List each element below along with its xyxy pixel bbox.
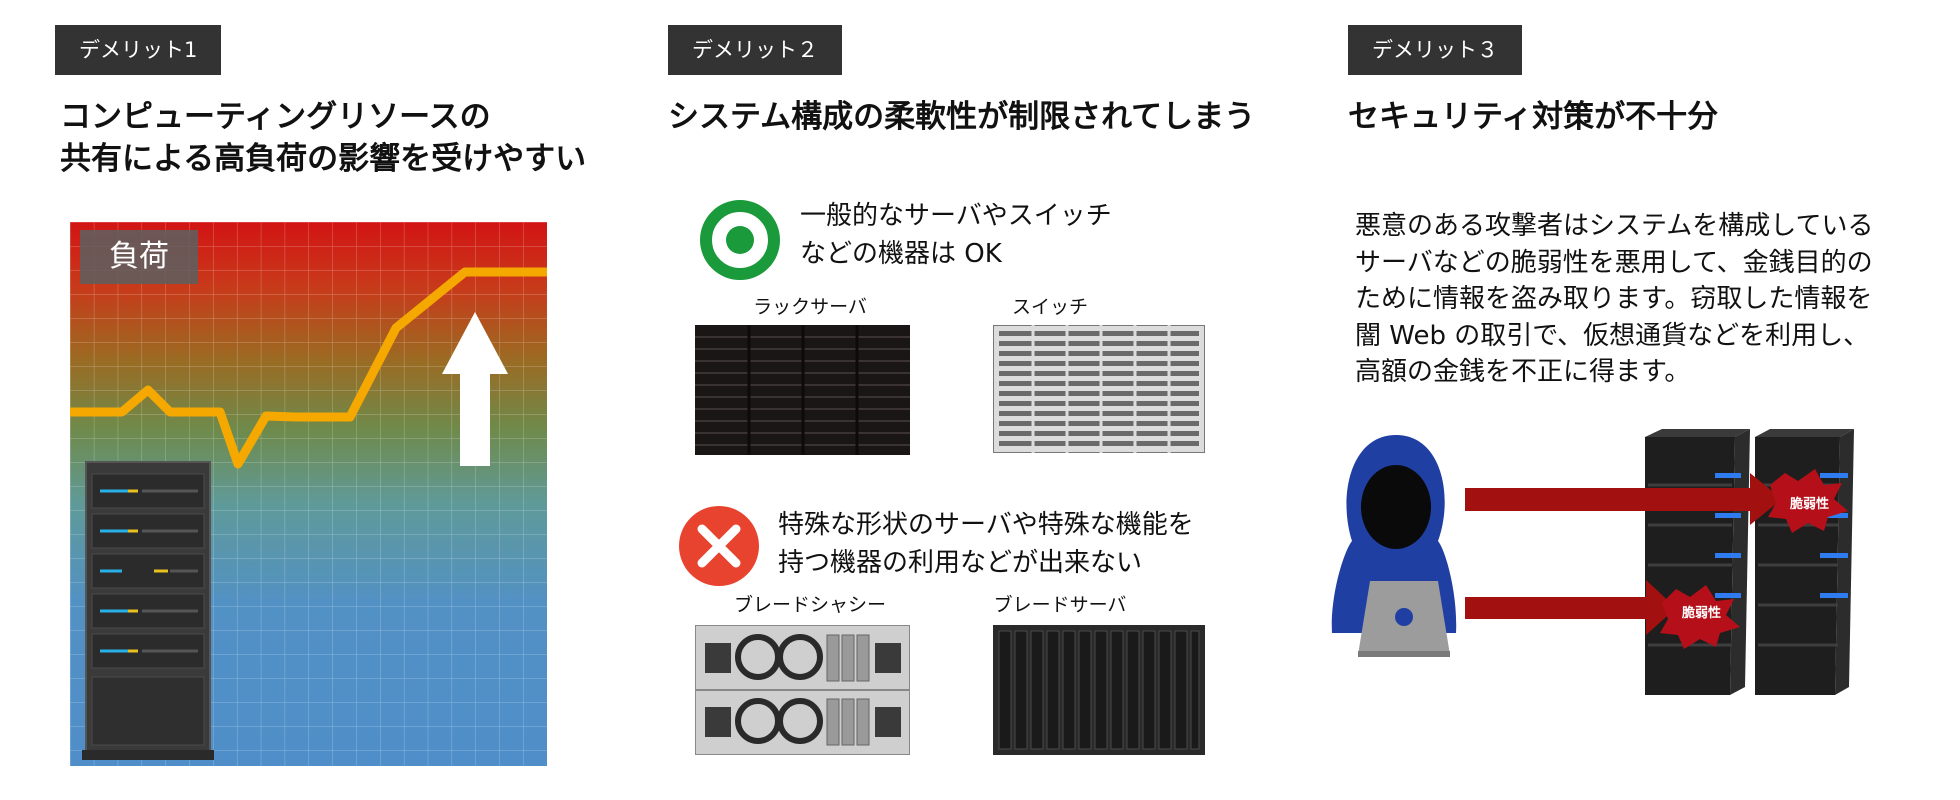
demerit3-heading: セキュリティ対策が不十分 [1348,99,1719,135]
demerit3-tag: デメリット３ [1348,25,1522,75]
ok-text-line2: などの機器は OK [800,239,1002,269]
demerit3-section: デメリット３ セキュリティ対策が不十分 悪意のある攻撃者はシステムを構成している… [1330,0,1960,800]
vulnerability-label-2: 脆弱性 [1682,606,1722,621]
switch-image [993,325,1205,453]
demerit2-heading: システム構成の柔軟性が制限されてしまう [668,99,1256,135]
server-tower-icon [1645,429,1750,695]
attack-illustration [1331,429,1854,695]
ok-text-line1: 一般的なサーバやスイッチ [800,201,1112,231]
demerit1-section: デメリット1 コンピューティングリソースの 共有による高負荷の影響を受けやすい [0,0,640,800]
hacker-icon [1331,435,1457,657]
demerit2-section: デメリット２ システム構成の柔軟性が制限されてしまう 一般的なサーバやスイッチ … [650,0,1330,800]
vulnerability-splat-icon [1768,469,1848,533]
circle-ok-icon [700,200,780,280]
switch-caption: スイッチ [1011,296,1088,318]
attack-arrow-lower [1465,580,1676,635]
load-line [70,267,547,469]
blade-chassis-caption: ブレードシャシー [733,594,886,616]
vulnerability-label-1: 脆弱性 [1790,497,1830,512]
demerit2-tag: デメリット２ [668,25,842,75]
vulnerability-splat-icon [1660,585,1740,649]
demerit1-tag: デメリット1 [55,25,222,75]
blade-server-caption: ブレードサーバ [993,594,1127,616]
load-label: 負荷 [80,230,198,284]
demerit1-heading-line1: コンピューティングリソースの [60,99,491,135]
rack-server-caption: ラックサーバ [753,296,867,318]
demerit1-heading-line2: 共有による高負荷の影響を受けやすい [60,141,587,177]
up-arrow-icon [442,312,508,466]
server-tower-icon [1755,429,1854,695]
blade-chassis-image [695,625,910,755]
server-rack-icon [82,461,214,760]
ng-text: 特殊な形状のサーバや特殊な機能を 持つ機器の利用などが出来ない [778,506,1194,582]
ng-text-line2: 持つ機器の利用などが出来ない [778,548,1143,578]
demerit1-heading: コンピューティングリソースの 共有による高負荷の影響を受けやすい [60,96,586,180]
ok-text: 一般的なサーバやスイッチ などの機器は OK [800,197,1112,273]
load-chart-illustration [70,222,547,766]
blade-server-image [993,625,1205,755]
cross-ng-icon [679,506,759,586]
rack-server-image [695,325,910,455]
attack-arrow-upper [1465,473,1782,525]
ng-text-line1: 特殊な形状のサーバや特殊な機能を [778,510,1194,540]
demerit3-body-text: 悪意のある攻撃者はシステムを構成している サーバなどの脆弱性を悪用して、金銭目的… [1355,211,1874,387]
